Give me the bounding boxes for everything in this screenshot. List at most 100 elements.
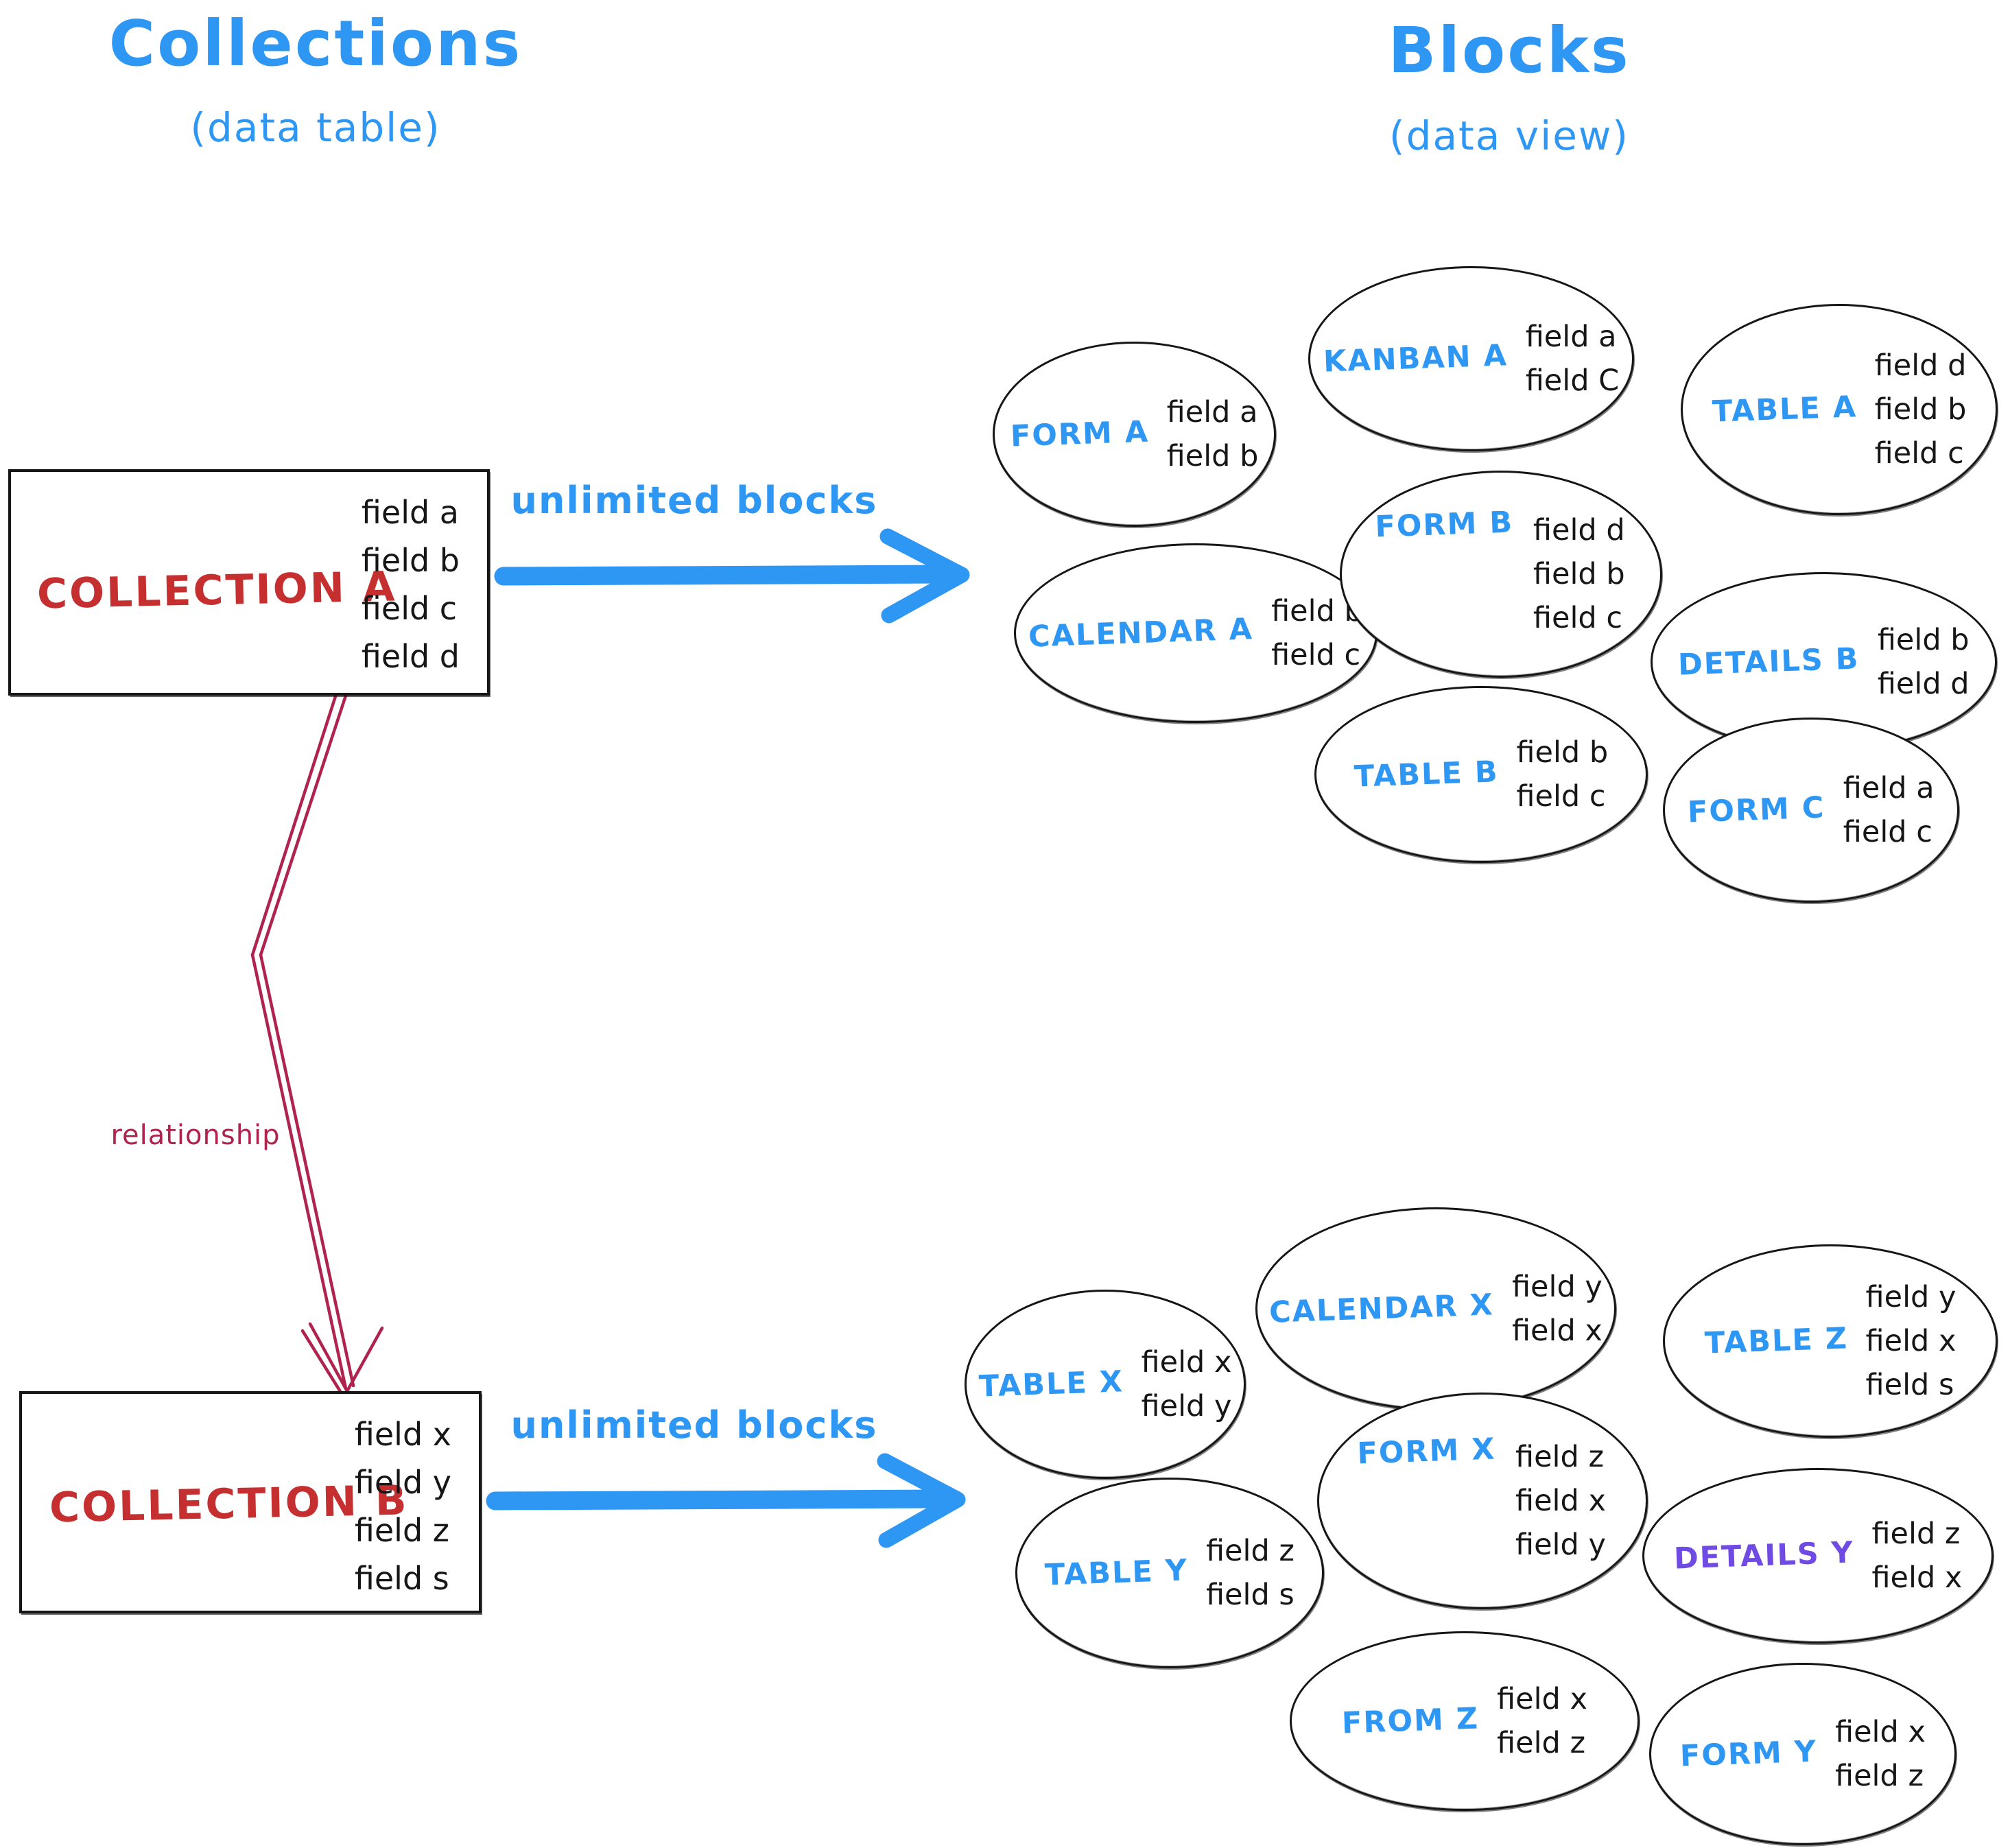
block-label: DETAILS B — [1677, 641, 1860, 683]
block-fields: field a field c — [1843, 772, 1935, 849]
block-label: DETAILS Y — [1672, 1535, 1855, 1576]
field: field d — [1874, 348, 1967, 383]
block-label: FORM B — [1375, 505, 1515, 545]
field: field a — [1525, 320, 1617, 354]
block-label: TABLE B — [1353, 755, 1500, 794]
block-label: FROM Z — [1341, 1701, 1480, 1741]
relationship-connector — [250, 692, 384, 1395]
block-table-b: TABLE B field b field c — [1314, 686, 1648, 863]
field: field x — [1141, 1345, 1232, 1379]
block-label: CALENDAR X — [1268, 1288, 1495, 1330]
field: field y — [1141, 1389, 1232, 1423]
field: field d — [361, 638, 460, 675]
field: field d — [1533, 513, 1625, 547]
block-fields: field z field x — [1871, 1517, 1962, 1594]
field: field c — [1533, 601, 1622, 635]
block-table-a: TABLE A field d field b field c — [1681, 304, 1998, 515]
field: field s — [1205, 1578, 1294, 1612]
field: field d — [1877, 667, 1970, 701]
block-label: KANBAN A — [1323, 338, 1509, 379]
block-table-z: TABLE Z field y field x field s — [1663, 1244, 1998, 1438]
block-label: FORM A — [1009, 414, 1150, 454]
block-fields: field x field z — [1835, 1716, 1926, 1792]
field: field c — [1271, 638, 1361, 672]
field: field s — [354, 1560, 449, 1597]
field: field x — [1511, 1314, 1603, 1348]
block-label: TABLE Y — [1044, 1553, 1189, 1593]
field: field y — [1865, 1280, 1956, 1314]
field: field z — [1871, 1517, 1961, 1551]
block-calendar-x: CALENDAR X field y field x — [1255, 1207, 1616, 1410]
field: field C — [1525, 364, 1620, 398]
block-label: TABLE Z — [1703, 1321, 1849, 1361]
field: field a — [1166, 395, 1258, 429]
block-from-z: FROM Z field x field z — [1290, 1631, 1640, 1811]
block-form-c: FORM C field a field c — [1663, 718, 1959, 903]
block-form-y: FORM Y field x field z — [1649, 1663, 1956, 1845]
field: field z — [354, 1512, 449, 1549]
unlimited-blocks-arrow-b — [486, 1453, 966, 1548]
block-details-y: DETAILS Y field z field x — [1642, 1468, 1994, 1644]
field: field b — [1877, 623, 1970, 657]
block-fields: field a field C — [1526, 320, 1619, 397]
unlimited-blocks-arrow-a — [494, 528, 970, 624]
block-fields: field d field b field c — [1875, 349, 1967, 470]
block-fields: field x field y — [1142, 1346, 1232, 1423]
collection-b-box: COLLECTION B field x field y field z fie… — [19, 1391, 482, 1613]
block-label: TABLE X — [978, 1364, 1124, 1404]
field: field a — [361, 494, 459, 531]
field: field c — [1843, 815, 1932, 849]
collections-title: Collections — [108, 7, 523, 80]
relationship-label: relationship — [110, 1120, 281, 1151]
field: field z — [1497, 1726, 1586, 1760]
block-label: FORM X — [1356, 1432, 1497, 1471]
block-form-x: FORM X field z field x field y — [1317, 1393, 1648, 1609]
field: field b — [361, 542, 460, 579]
block-kanban-a: KANBAN A field a field C — [1308, 266, 1634, 451]
field: field y — [354, 1464, 451, 1501]
block-label: FORM C — [1687, 790, 1826, 830]
field: field x — [1871, 1561, 1963, 1595]
field: field y — [1515, 1528, 1606, 1562]
collections-subtitle: (data table) — [190, 104, 441, 151]
block-fields: field x field z — [1497, 1683, 1587, 1760]
block-table-x: TABLE X field x field y — [965, 1290, 1246, 1479]
field: field z — [1205, 1534, 1294, 1568]
block-fields: field y field x — [1512, 1270, 1603, 1347]
field: field x — [1835, 1715, 1926, 1749]
field: field z — [1835, 1759, 1924, 1793]
collection-b-fields: field x field y field z field s — [355, 1410, 451, 1602]
collection-a-name: COLLECTION A — [36, 562, 398, 619]
field: field b — [1516, 735, 1609, 770]
block-table-y: TABLE Y field z field s — [1015, 1478, 1324, 1668]
block-label: CALENDAR A — [1028, 612, 1254, 654]
field: field b — [1874, 392, 1967, 427]
collection-a-box: COLLECTION A field a field b field c fie… — [8, 469, 490, 696]
block-calendar-a: CALENDAR A field b field c — [1014, 543, 1378, 723]
block-fields: field b field c — [1516, 736, 1608, 813]
block-label: FORM Y — [1679, 1734, 1818, 1774]
field: field x — [354, 1416, 451, 1453]
unlimited-blocks-label-a: unlimited blocks — [510, 479, 878, 522]
field: field c — [1874, 436, 1964, 471]
block-label: TABLE A — [1711, 390, 1858, 429]
block-form-a: FORM A field a field b — [993, 342, 1276, 527]
field: field b — [1166, 439, 1259, 473]
field: field s — [1865, 1368, 1954, 1402]
block-fields: field d field b field c — [1533, 514, 1625, 635]
field: field y — [1511, 1270, 1603, 1304]
field: field b — [1533, 557, 1625, 591]
blocks-subtitle: (data view) — [1389, 112, 1629, 159]
collection-a-fields: field a field b field c field d — [362, 488, 460, 680]
field: field a — [1843, 771, 1935, 805]
block-form-b: FORM B field d field b field c — [1340, 471, 1662, 678]
block-fields: field z field s — [1206, 1535, 1294, 1611]
block-fields: field y field x field s — [1866, 1281, 1956, 1401]
block-fields: field z field x field y — [1515, 1441, 1606, 1561]
field: field x — [1497, 1682, 1587, 1716]
block-fields: field b field d — [1878, 624, 1970, 700]
field: field x — [1515, 1484, 1606, 1518]
field: field c — [361, 590, 458, 627]
field: field x — [1865, 1324, 1956, 1358]
